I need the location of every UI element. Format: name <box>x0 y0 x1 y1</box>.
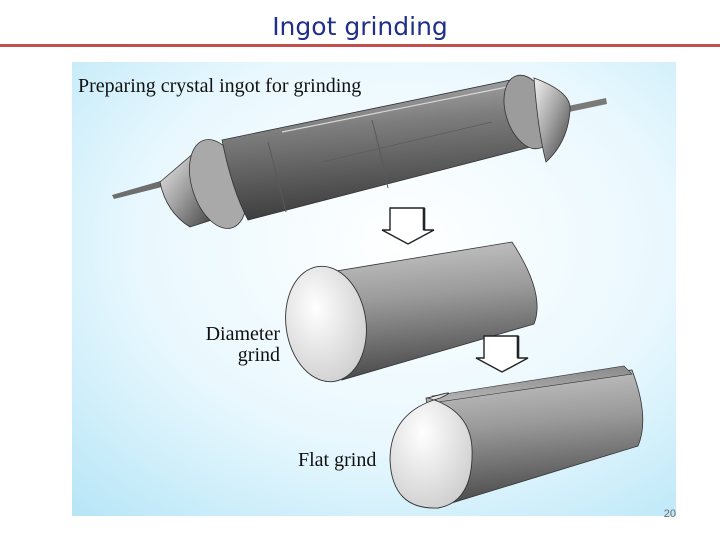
ingot-facet-line <box>321 121 493 163</box>
caption-preparing-ingot: Preparing crystal ingot for grinding <box>78 75 362 97</box>
ingot-highlight <box>281 85 513 133</box>
caption-diameter-grind: Diameter grind <box>202 324 280 366</box>
cylinder-body <box>329 241 538 381</box>
caption-diameter-line1: Diameter <box>205 323 280 345</box>
tail-wire-right <box>568 98 607 112</box>
ingot-ridge <box>371 119 389 189</box>
crystal-ingot <box>112 74 607 229</box>
down-arrow-2 <box>475 335 529 373</box>
slide-title: Ingot grinding <box>272 12 448 41</box>
flat-ground-cylinder <box>389 365 644 509</box>
ingot-grinding-figure: Preparing crystal ingot for grinding Dia… <box>72 62 676 516</box>
caption-flat-grind: Flat grind <box>298 449 377 471</box>
flat-cylinder-body <box>425 369 644 507</box>
ingot-ridge <box>267 141 287 213</box>
flat-cylinder-flat <box>431 365 633 403</box>
page-number: 20 <box>663 508 676 520</box>
seed-wire-left <box>112 180 166 199</box>
caption-diameter-line2: grind <box>237 344 280 366</box>
down-arrow-1 <box>381 207 435 245</box>
figure-illustration <box>72 62 676 516</box>
cylinder-end-face <box>285 265 367 383</box>
ingot-right-cone <box>533 77 571 163</box>
title-divider <box>0 44 720 47</box>
flat-cylinder-end-face <box>389 392 473 509</box>
diameter-ground-cylinder <box>285 241 538 383</box>
